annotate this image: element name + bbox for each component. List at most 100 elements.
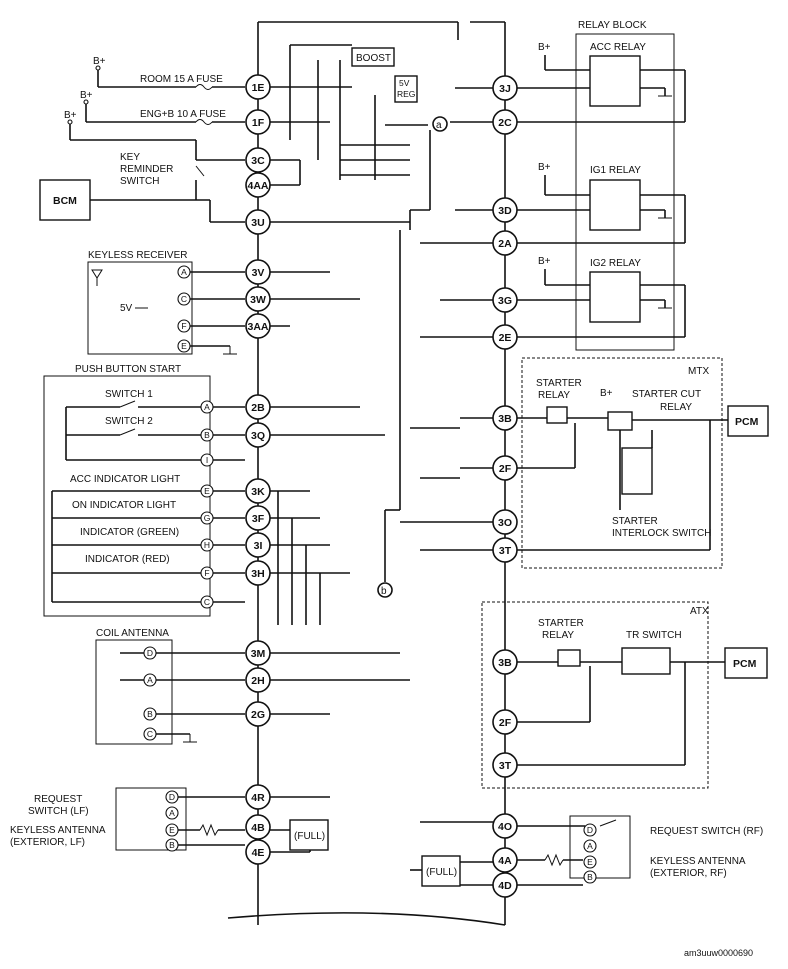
svg-text:E: E [181,341,187,351]
svg-text:2H: 2H [251,675,264,687]
figure-id: am3uuw0000690 [684,948,753,958]
svg-text:3C: 3C [251,155,265,167]
switch1-label: SWITCH 1 [105,389,153,400]
svg-text:3B: 3B [498,657,512,669]
fuse-feeds: B+ ROOM 15 A FUSE B+ ENG+B 10 A FUSE B+ [64,56,245,200]
pin-coil-A: A [143,673,157,687]
svg-text:2A: 2A [498,238,512,250]
pin-rf-B: B [583,870,597,884]
connector-3F: 3F [245,505,271,531]
svg-text:E: E [587,857,593,867]
acc-indicator-label: ACC INDICATOR LIGHT [70,474,180,485]
svg-text:2F: 2F [499,463,512,475]
atx-label: ATX [690,606,709,617]
svg-text:C: C [204,597,210,607]
pin-lf-E: E [165,823,179,837]
pin-pbs-H: H [200,538,214,552]
connector-2F-mtx: 2F [492,455,518,481]
right-bus-inputs [400,87,493,823]
keyless-receiver: KEYLESS RECEIVER 5V [87,250,245,355]
coil-antenna: COIL ANTENNA [95,628,245,745]
starter-relay-atx-1: STARTER [538,618,584,629]
connector-4R: 4R [245,784,271,810]
svg-text:2C: 2C [498,117,512,129]
starter-relay-mtx-1: STARTER [536,378,582,389]
svg-text:1F: 1F [252,117,265,129]
svg-text:E: E [169,825,175,835]
svg-text:B+: B+ [64,110,77,121]
connector-4E: 4E [245,839,271,865]
svg-text:3U: 3U [251,217,264,229]
svg-text:3D: 3D [498,205,512,217]
connector-3O: 3O [492,509,518,535]
ig2-relay-label: IG2 RELAY [590,258,641,269]
indicator-green-label: INDICATOR (GREEN) [80,527,179,538]
svg-text:B: B [204,430,210,440]
on-indicator-label: ON INDICATOR LIGHT [72,500,176,511]
connector-4A: 4A [492,847,518,873]
lf-antenna-switch: REQUEST SWITCH (LF) KEYLESS ANTENNA (EXT… [10,787,329,853]
pin-coil-B: B [143,707,157,721]
svg-text:G: G [204,513,211,523]
svg-text:C: C [147,729,153,739]
pin-coil-C: C [143,727,157,741]
node-b-label: b [381,586,387,597]
connector-2B: 2B [245,394,271,420]
pin-lf-D: D [165,790,179,804]
connector-3B-mtx: 3B [492,405,518,431]
connector-3Q: 3Q [245,422,271,448]
svg-text:4B: 4B [251,822,265,834]
keyless-receiver-label: KEYLESS RECEIVER [88,250,187,261]
full-left-label: (FULL) [294,831,325,842]
svg-text:3I: 3I [254,540,263,552]
connector-2G: 2G [245,701,271,727]
svg-text:A: A [147,675,153,685]
starter-relay-mtx-2: RELAY [538,390,570,401]
connector-1F: 1F [245,109,271,135]
pin-pbs-I: I [200,453,214,467]
connector-3C: 3C [245,147,271,173]
pin-pbs-F: F [200,566,214,580]
connector-3U: 3U [245,209,271,235]
tr-switch-label: TR SWITCH [626,630,682,641]
indicator-red-label: INDICATOR (RED) [85,554,170,565]
request-switch-rf-label: REQUEST SWITCH (RF) [650,826,763,837]
connector-4D: 4D [492,872,518,898]
key-reminder-label-1: KEY [120,152,140,163]
connector-1E: 1E [245,74,271,100]
starter-cut-relay-2: RELAY [660,402,692,413]
node-b [377,582,393,598]
five-v-reg-box [394,75,418,103]
connector-2F-atx: 2F [492,709,518,735]
push-button-start: PUSH BUTTON START SWITCH 1 SWITCH 2 ACC … [43,364,245,617]
b-plus-label: B+ [93,56,106,67]
boost-box [351,47,395,67]
pcm-label-mtx: PCM [735,416,759,428]
bcm-label: BCM [53,195,77,207]
room-fuse-label: ROOM 15 A FUSE [140,74,223,85]
svg-text:D: D [587,825,593,835]
svg-text:B+: B+ [600,388,613,399]
boost-label: BOOST [356,53,391,64]
connector-3T-atx: 3T [492,752,518,778]
switch2-label: SWITCH 2 [105,416,153,427]
keyless-antenna-rf-1: KEYLESS ANTENNA [650,856,746,867]
main-bus-left [257,21,459,925]
mtx-section: MTX STARTER RELAY B+ STARTER CUT RELAY S… [517,357,769,569]
keyless-antenna-lf-1: KEYLESS ANTENNA [10,825,106,836]
connector-3M: 3M [245,640,271,666]
connector-3W: 3W [245,286,271,312]
connector-3D: 3D [492,197,518,223]
center-circuits: BOOST 5V REG a b [270,44,448,598]
svg-text:3AA: 3AA [247,321,268,333]
svg-text:A: A [181,267,187,277]
connector-2H: 2H [245,667,271,693]
starter-relay-atx-2: RELAY [542,630,574,641]
svg-text:B+: B+ [538,162,551,173]
pin-lf-B: B [165,838,179,852]
pin-receiver-C: C [177,292,191,306]
svg-text:E: E [204,486,210,496]
pin-pbs-E: E [200,484,214,498]
pin-pbs-A: A [200,400,214,414]
